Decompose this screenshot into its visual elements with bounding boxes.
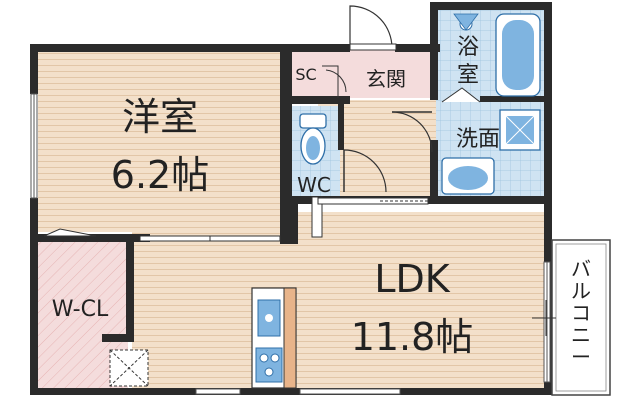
washroom-label: 洗面	[456, 127, 500, 152]
wall-bath-left	[430, 2, 438, 100]
balcony	[551, 239, 611, 396]
bath-door	[441, 87, 481, 103]
window-bottom-right	[299, 388, 401, 395]
wcl-label: W-CL	[52, 297, 109, 322]
window-bottom-left	[195, 388, 241, 395]
stove	[255, 347, 283, 383]
wall-wcl-right	[126, 234, 134, 334]
shoe-closet-label: SC	[295, 65, 316, 84]
toilet-fixture	[299, 113, 327, 165]
bathtub	[495, 13, 541, 97]
balcony-label-char: ル	[571, 279, 591, 303]
wall-wcl-bottom	[102, 334, 134, 342]
ldk-door	[311, 196, 323, 238]
ldk-floor	[132, 212, 544, 390]
bath-label-1: 浴	[457, 35, 479, 60]
wall-washroom-left	[430, 140, 438, 200]
western-room-name: 洋室	[122, 95, 198, 139]
wall-entrance-top	[292, 44, 350, 52]
wall-western-right	[280, 44, 292, 244]
shoe-closet-floor	[292, 52, 322, 98]
ldk-name: LDK	[374, 257, 450, 301]
refrigerator-space	[109, 349, 149, 387]
ldk-size: 11.8帖	[351, 315, 474, 359]
wall-bath-bottom	[480, 96, 544, 102]
closet-door-wcl	[43, 228, 97, 237]
washbasin	[441, 157, 495, 195]
western-room-floor	[38, 52, 280, 232]
wall-right	[544, 2, 552, 395]
wall-entrance-top-right	[395, 44, 440, 52]
balcony-label-char: ー	[571, 345, 591, 369]
wall-left-mid	[30, 198, 38, 248]
entrance-door	[349, 5, 393, 49]
entrance-floor	[320, 46, 436, 98]
toilet-label: WC	[297, 173, 331, 197]
wall-bath-top	[430, 2, 552, 10]
entrance-step	[322, 65, 339, 98]
western-room-size: 6.2帖	[111, 153, 209, 197]
balcony-label-char: バ	[571, 257, 591, 281]
balcony-label-char: コ	[571, 301, 591, 325]
wall-entrance-bottom	[292, 96, 350, 104]
wall-toilet-right	[338, 100, 344, 150]
shower	[453, 13, 479, 31]
balcony-label-char: ニ	[571, 323, 591, 347]
toilet-door	[343, 149, 387, 193]
wall-left-upper	[30, 44, 38, 94]
wall-bottom	[30, 388, 552, 395]
wall-western-bottom	[30, 234, 150, 242]
wall-top-western	[30, 44, 292, 52]
washing-machine-pan	[499, 109, 541, 151]
bath-label-2: 室	[457, 63, 479, 88]
wall-left-lower	[30, 240, 38, 395]
entrance-label: 玄関	[366, 67, 406, 91]
wall-toilet-left	[286, 196, 298, 244]
